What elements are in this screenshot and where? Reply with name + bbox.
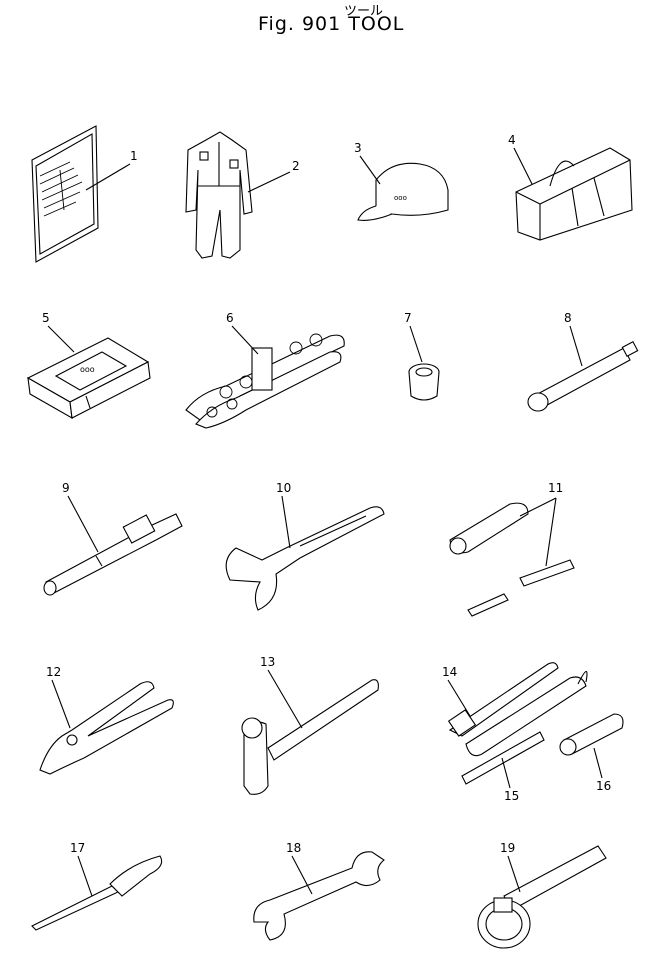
- part-16-cartridge: [559, 713, 624, 756]
- part-10-adjustable-wrench: [225, 506, 385, 611]
- callout-4: 4: [508, 133, 516, 147]
- part-14-grease-gun: [447, 662, 588, 757]
- part-2-coveralls: [185, 131, 253, 259]
- part-13-hammer: [241, 679, 379, 795]
- callout-6: 6: [226, 311, 234, 325]
- callout-19: 19: [500, 841, 515, 855]
- callout-8: 8: [564, 311, 572, 325]
- callout-16: 16: [596, 779, 611, 793]
- callout-11: 11: [548, 481, 563, 495]
- callout-3: 3: [354, 141, 362, 155]
- part-17-scraper: [31, 855, 163, 931]
- callout-12: 12: [46, 665, 61, 679]
- callout-9: 9: [62, 481, 70, 495]
- callout-14: 14: [442, 665, 457, 679]
- callout-15: 15: [504, 789, 519, 803]
- figure-title: Fig. 901 TOOL: [258, 13, 405, 35]
- part-11-screwdriver: [449, 502, 575, 617]
- part-5-tool-box: ooo: [26, 337, 151, 420]
- part-1-manual: [31, 125, 99, 263]
- part-8-extension-bar: [527, 341, 639, 412]
- figure-subtitle-japanese: ツール: [344, 4, 384, 19]
- svg-text:ooo: ooo: [80, 365, 95, 374]
- part-6-wrench-set: [185, 333, 345, 429]
- callout-17: 17: [70, 841, 85, 855]
- svg-text:ooo: ooo: [394, 194, 407, 202]
- part-7-socket: [408, 363, 440, 401]
- callout-13: 13: [260, 655, 275, 669]
- callout-7: 7: [404, 311, 412, 325]
- part-18-open-wrench: [253, 851, 385, 941]
- callout-2: 2: [292, 159, 300, 173]
- part-15-nozzle-rod: [461, 731, 545, 785]
- part-9-tube-tool: [43, 513, 183, 596]
- part-12-pliers: [39, 681, 174, 775]
- callout-5: 5: [42, 311, 50, 325]
- part-4-tool-bag: [515, 147, 633, 241]
- part-19-filter-wrench: [477, 845, 607, 949]
- callout-10: 10: [276, 481, 291, 495]
- part-3-cap: ooo: [357, 162, 449, 221]
- callout-1: 1: [130, 149, 138, 163]
- callout-18: 18: [286, 841, 301, 855]
